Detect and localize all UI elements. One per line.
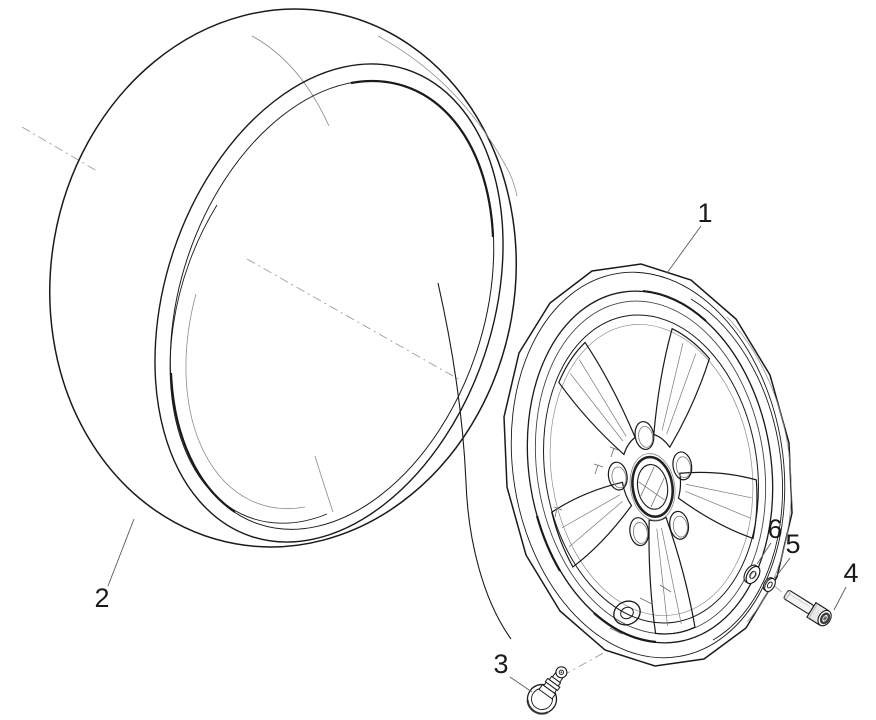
washer-6-illustration bbox=[743, 564, 761, 585]
rim-detail-ticks bbox=[553, 446, 672, 635]
callout-5-leader bbox=[774, 557, 791, 579]
spoke bbox=[638, 324, 722, 450]
hub-halo bbox=[625, 450, 679, 523]
callout-4-leader bbox=[833, 586, 847, 611]
rim-barrel-arc bbox=[690, 298, 784, 641]
tire-illustration bbox=[49, 8, 518, 640]
bolt-shaft-chamfer bbox=[784, 590, 791, 600]
hub-bore-inner bbox=[634, 462, 670, 511]
hub-bore-splines bbox=[637, 465, 669, 508]
callout-2-label: 2 bbox=[94, 583, 109, 613]
tire-bead-opening-outer bbox=[154, 63, 504, 543]
bolt-shaft bbox=[783, 589, 814, 614]
callout-3: 3 bbox=[493, 649, 533, 693]
callouts: 1 2 3 4 5 6 bbox=[94, 198, 859, 693]
tire-far-tread-edge bbox=[437, 282, 512, 640]
centerline-segment bbox=[21, 126, 98, 172]
hub bbox=[625, 450, 679, 523]
tire-bead-opening-inner bbox=[169, 80, 495, 530]
wheel-rim-illustration bbox=[503, 263, 793, 667]
tire-bead-shading bbox=[169, 372, 236, 513]
callout-4: 4 bbox=[833, 558, 859, 611]
spoke-grooves bbox=[536, 336, 769, 640]
tire-shoulder-seam bbox=[251, 35, 330, 127]
lug-hole-counterbore bbox=[672, 515, 689, 538]
tire-inner-far-bead bbox=[185, 293, 306, 510]
tire-outer-silhouette bbox=[49, 8, 517, 548]
spokes bbox=[526, 319, 778, 649]
lug-hole-counterbore bbox=[675, 456, 692, 479]
lug-hole bbox=[668, 510, 691, 541]
spoke bbox=[675, 462, 766, 549]
washer-hole bbox=[766, 581, 773, 589]
rim-front-lip bbox=[526, 290, 774, 644]
callout-5-label: 5 bbox=[785, 529, 800, 559]
valve-flange-shading bbox=[526, 699, 549, 715]
rim-lip-shading bbox=[642, 290, 707, 322]
rim-spoke-ring-inner bbox=[549, 324, 754, 616]
spoke bbox=[549, 482, 640, 569]
valve-stem-illustration bbox=[526, 666, 568, 715]
callout-5: 5 bbox=[774, 529, 801, 579]
bolt-socket-center bbox=[823, 616, 827, 621]
bolt-illustration bbox=[783, 589, 832, 627]
callout-2-leader bbox=[107, 518, 135, 587]
callout-1-label: 1 bbox=[697, 198, 712, 228]
lug-hole-counterbore bbox=[632, 521, 649, 544]
rim-spoke-ring bbox=[543, 314, 759, 624]
lug-hole bbox=[628, 516, 651, 547]
lug-hole bbox=[606, 461, 629, 492]
rim-flange-inner-edge bbox=[510, 271, 786, 659]
rim-lip-shading bbox=[593, 612, 657, 644]
callout-6: 6 bbox=[756, 514, 783, 565]
washer-5-illustration bbox=[762, 577, 776, 593]
tire-shoulder-seam bbox=[377, 35, 518, 197]
callout-2: 2 bbox=[94, 518, 135, 613]
rim-lip-shading bbox=[535, 515, 561, 572]
callout-6-leader bbox=[756, 542, 772, 565]
tire-sidewall-seam bbox=[314, 455, 334, 513]
callout-6-label: 6 bbox=[767, 514, 782, 544]
lug-hole-counterbore bbox=[637, 425, 654, 448]
bolt-head-edge bbox=[808, 603, 818, 619]
lug-holes bbox=[601, 415, 703, 549]
lug-hole-counterbore bbox=[611, 466, 628, 489]
centerline-segment bbox=[246, 258, 461, 381]
lug-hole bbox=[633, 420, 656, 451]
callout-1-leader bbox=[666, 225, 702, 274]
callout-3-label: 3 bbox=[493, 649, 508, 679]
rim-valve-boss bbox=[613, 600, 641, 626]
washer-hole-depth bbox=[750, 571, 757, 580]
valve-cap-dot bbox=[560, 671, 563, 674]
bolt-shaft-highlight bbox=[789, 593, 811, 608]
callout-3-leader bbox=[509, 676, 533, 693]
hub-bore-outer bbox=[628, 454, 676, 519]
tire-inner-far-bead bbox=[169, 204, 328, 524]
callout-1: 1 bbox=[666, 198, 713, 274]
rim-spokes-hub bbox=[526, 319, 778, 649]
spoke bbox=[638, 515, 696, 636]
lug-hole bbox=[671, 451, 694, 482]
tire-bead-shading bbox=[350, 79, 495, 238]
bolt-socket bbox=[819, 612, 831, 625]
callout-4-label: 4 bbox=[843, 558, 858, 588]
